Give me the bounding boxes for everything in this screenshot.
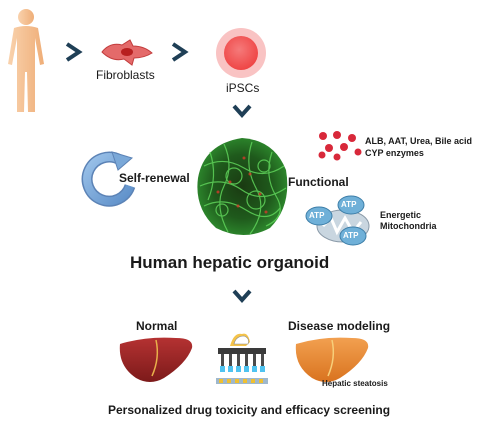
markers-label: ALB, AAT, Urea, Bile acid — [365, 136, 473, 146]
atp-label: ATP — [343, 231, 359, 240]
self-renewal-label: Self-renewal — [119, 171, 190, 185]
chevron-icon — [171, 42, 189, 62]
organoid-image — [197, 138, 288, 235]
circular-arrow-icon — [81, 151, 136, 207]
chevron-icon — [232, 104, 252, 119]
hepatic-steatosis-label: Hepatic steatosis — [322, 379, 388, 388]
fibroblasts-label: Fibroblasts — [96, 68, 155, 82]
disease-modeling-label: Disease modeling — [288, 319, 391, 333]
secreted-molecules-icon — [318, 131, 362, 161]
atp-label: ATP — [341, 200, 357, 209]
fibroblast-cell-icon — [101, 39, 153, 66]
energetic-label: Energetic — [380, 210, 422, 220]
chevron-icon — [65, 42, 83, 62]
human-silhouette-icon — [8, 9, 44, 112]
functional-label: Functional — [288, 175, 349, 189]
normal-label: Normal — [136, 319, 178, 333]
normal-liver-icon — [119, 337, 193, 382]
mitochondria-label: Mitochondria — [380, 221, 437, 231]
chevron-icon — [232, 289, 252, 304]
multiwell-screening-device-icon — [216, 333, 268, 384]
mitochondria-icon — [305, 195, 370, 246]
fatty-liver-icon — [295, 337, 369, 382]
cyp-label: CYP enzymes — [365, 148, 424, 158]
screening-caption: Personalized drug toxicity and efficacy … — [108, 403, 391, 417]
ipscs-label: iPSCs — [226, 81, 260, 95]
organoid-title: Human hepatic organoid — [130, 253, 330, 272]
atp-label: ATP — [309, 211, 325, 220]
ipsc-cell-icon — [216, 28, 266, 78]
